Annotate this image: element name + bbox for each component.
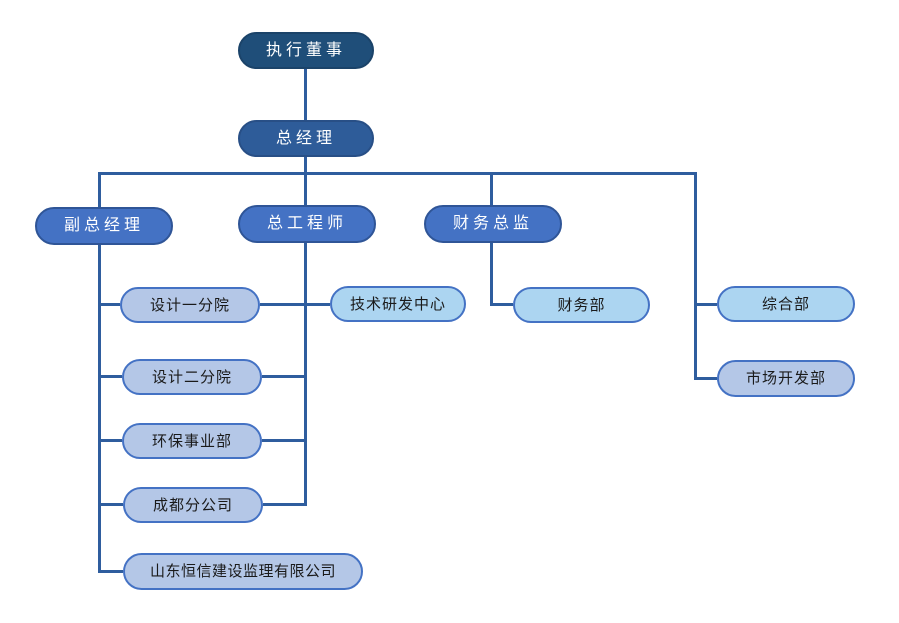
- connector-segment: [100, 303, 120, 306]
- org-node-gm: 总经理: [238, 120, 374, 157]
- org-node-label: 环保事业部: [151, 432, 232, 450]
- connector-segment: [100, 439, 122, 442]
- connector-segment: [100, 375, 122, 378]
- connector-segment: [262, 375, 304, 378]
- connector-segment: [263, 503, 304, 506]
- connector-segment: [98, 245, 101, 573]
- org-node-cfo: 财务总监: [424, 205, 562, 243]
- connector-segment: [697, 303, 717, 306]
- org-node-cd: 成都分公司: [123, 487, 263, 523]
- connector-segment: [490, 172, 493, 205]
- org-node-label: 综合部: [761, 295, 810, 313]
- connector-segment: [694, 172, 697, 380]
- org-node-dgm: 副总经理: [35, 207, 173, 245]
- connector-segment: [307, 303, 330, 306]
- connector-segment: [490, 243, 493, 306]
- org-node-d1: 设计一分院: [120, 287, 260, 323]
- connector-segment: [304, 172, 307, 205]
- org-node-label: 财务部: [557, 296, 606, 314]
- connector-segment: [98, 172, 101, 207]
- connector-segment: [100, 570, 123, 573]
- org-node-ep: 环保事业部: [122, 423, 262, 459]
- connector-segment: [304, 69, 307, 120]
- connector-segment: [304, 157, 307, 174]
- org-node-label: 技术研发中心: [349, 295, 446, 313]
- org-node-label: 财务总监: [452, 215, 533, 232]
- org-node-fin: 财务部: [513, 287, 650, 323]
- connector-segment: [262, 439, 304, 442]
- org-node-ga: 综合部: [717, 286, 855, 322]
- org-node-d2: 设计二分院: [122, 359, 262, 395]
- org-node-label: 执行董事: [265, 41, 346, 59]
- org-node-label: 副总经理: [63, 217, 144, 234]
- org-node-sd: 山东恒信建设监理有限公司: [123, 553, 363, 590]
- org-node-label: 设计二分院: [151, 368, 232, 386]
- org-node-label: 总经理: [275, 129, 336, 147]
- connector-segment: [100, 503, 123, 506]
- org-node-rd: 技术研发中心: [330, 286, 466, 322]
- org-node-label: 总工程师: [266, 215, 347, 232]
- connector-segment: [98, 172, 697, 175]
- org-node-label: 市场开发部: [745, 370, 826, 387]
- org-node-label: 山东恒信建设监理有限公司: [149, 563, 336, 580]
- org-node-label: 成都分公司: [152, 496, 233, 514]
- connector-segment: [304, 243, 307, 506]
- connector-segment: [492, 303, 513, 306]
- org-node-label: 设计一分院: [149, 296, 230, 314]
- org-node-mkt: 市场开发部: [717, 360, 855, 397]
- connector-segment: [697, 377, 717, 380]
- org-node-exec: 执行董事: [238, 32, 374, 69]
- connector-segment: [260, 303, 304, 306]
- org-node-ce: 总工程师: [238, 205, 376, 243]
